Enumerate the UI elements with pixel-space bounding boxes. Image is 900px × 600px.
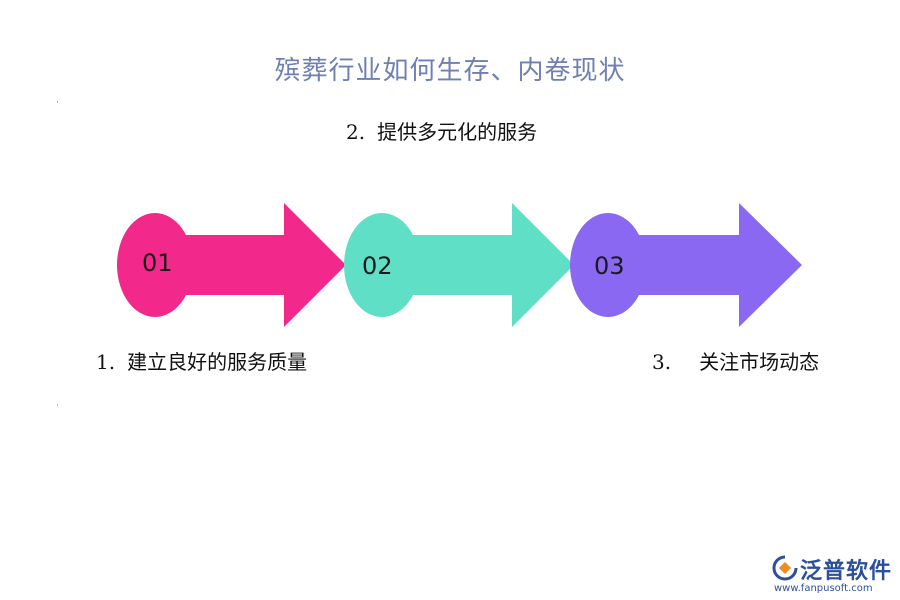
arrow-shape-2: [380, 203, 574, 327]
badge-circle-1: [117, 213, 193, 317]
badge-text-3: 03: [594, 252, 625, 280]
step-number-2: 2.: [346, 120, 366, 144]
step-arrow-2: 02: [344, 203, 574, 327]
badge-text-2: 02: [362, 252, 393, 280]
logo-icon: [772, 555, 798, 581]
step-text-3: 关注市场动态: [699, 350, 820, 374]
badge-circle-3: [570, 213, 646, 317]
step-label-3: 3. 关注市场动态: [652, 346, 819, 375]
step-arrow-3: 03: [570, 203, 802, 327]
step-number-1: 1.: [96, 350, 116, 374]
step-text-2: 提供多元化的服务: [377, 120, 538, 144]
logo-url: www.fanpusoft.com: [774, 583, 873, 594]
step-label-2: 2. 提供多元化的服务: [346, 116, 537, 145]
margin-mark: [57, 101, 58, 103]
margin-mark: [57, 404, 58, 406]
step-text-1: 建立良好的服务质量: [127, 350, 308, 374]
arrow-shape-3: [605, 203, 802, 327]
step-arrow-1: 01: [117, 203, 346, 327]
step-number-3: 3.: [652, 350, 672, 374]
logo-name: 泛普软件: [800, 559, 893, 584]
badge-circle-2: [344, 213, 420, 317]
brand-logo: 泛普软件 www.fanpusoft.com: [772, 553, 900, 597]
step-label-1: 1. 建立良好的服务质量: [96, 346, 307, 375]
arrow-shape-1: [150, 203, 346, 327]
page-title: 殡葬行业如何生存、内卷现状: [274, 56, 626, 86]
badge-text-1: 01: [142, 249, 173, 277]
